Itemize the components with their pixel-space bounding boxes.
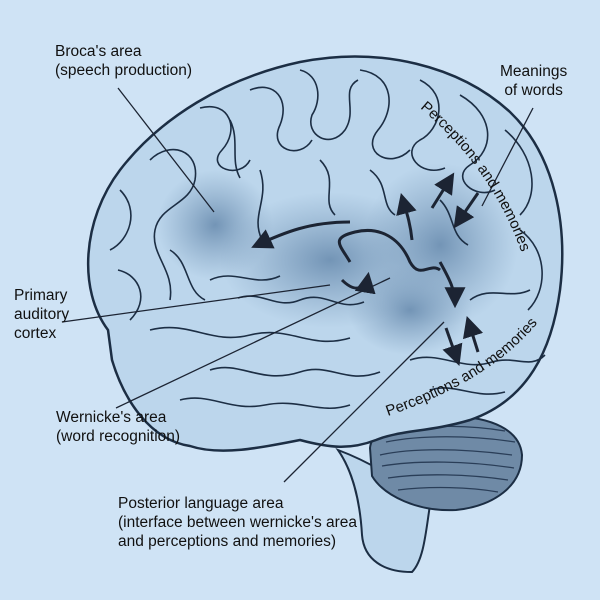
auditory-label-line: Primary (14, 287, 68, 304)
arrow-up-right (430, 172, 455, 209)
auditory-leader (61, 284, 331, 323)
arrow-curve-down (438, 261, 466, 309)
meanings-label-line: Meanings (500, 63, 568, 80)
meanings-label-line: of words (504, 82, 563, 99)
auditory-cortex-label: Primary auditory cortex (14, 286, 69, 343)
language-flow-arrows (251, 172, 484, 366)
wernicke-region-shading (348, 265, 472, 355)
broca-leader (117, 87, 215, 213)
arrow-loop (337, 229, 441, 272)
arrow-up-lower (462, 315, 484, 353)
posterior-label-line: Posterior language area (118, 495, 284, 512)
arrow-small-curve (340, 271, 376, 295)
meanings-leader (481, 107, 534, 207)
wernicke-label: Wernicke's area (word recognition) (56, 408, 180, 446)
posterior-leader (283, 321, 445, 483)
broca-label: Broca's area (speech production) (55, 42, 192, 80)
wernicke-label-line: (word recognition) (56, 428, 181, 445)
arrow-down-lower (442, 327, 463, 366)
posterior-label-line: (interface between wernicke's area (118, 514, 358, 531)
meanings-label: Meanings of words (500, 62, 567, 100)
arrow-to-broca (251, 220, 351, 249)
broca-label-line: (speech production) (55, 62, 192, 79)
broca-label-line: Broca's area (55, 43, 142, 60)
brain-folds (109, 69, 546, 409)
wernicke-label-line: Wernicke's area (56, 409, 167, 426)
auditory-label-line: auditory (14, 306, 70, 323)
arrow-up-left (396, 192, 417, 241)
arrow-down-right (453, 192, 480, 229)
leader-lines (61, 87, 534, 483)
posterior-language-label: Posterior language area (interface betwe… (118, 494, 357, 551)
posterior-label-line: and perceptions and memories) (118, 533, 336, 550)
wernicke-leader (115, 277, 391, 409)
auditory-label-line: cortex (14, 325, 57, 342)
